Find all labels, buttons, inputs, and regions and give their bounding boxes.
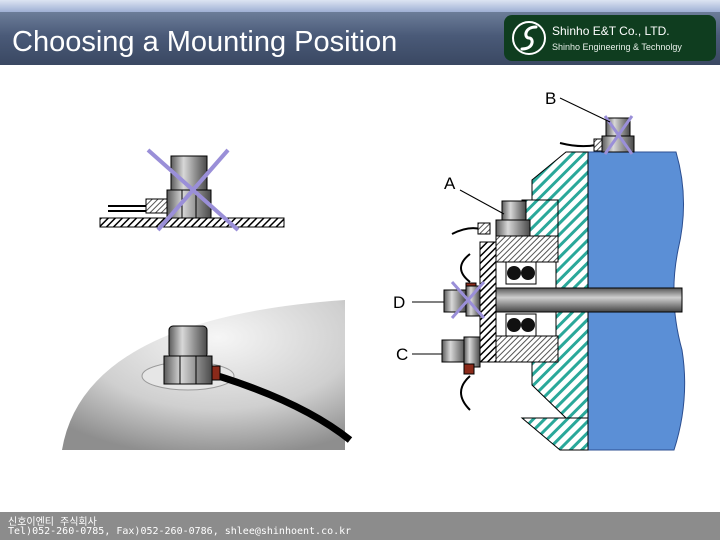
sensor-a [451,189,531,237]
footer-bar: 신호이엔티 주식회사 Tel)052-260-0785, Fax)052-260… [0,512,720,540]
mounting-diagram [62,97,686,451]
footer-company: 신호이엔티 주식회사 [8,517,97,528]
page-title: Choosing a Mounting Position [12,26,398,58]
label-d: D [393,293,406,312]
header-bar: Choosing a Mounting Position Shinho E&T … [0,12,720,65]
shinho-logo-icon [512,21,546,55]
label-a: A [444,174,456,193]
footer-contact: Tel)052-260-0785, Fax)052-260-0786, shle… [8,526,352,537]
company-name: Shinho E&T Co., LTD. [552,24,670,38]
curved-surface-sensor [62,300,353,450]
sensor-c [412,336,481,411]
company-logo: Shinho E&T Co., LTD. Shinho Engineering … [504,15,716,61]
label-c: C [396,345,409,364]
machine-cross-section [479,151,686,451]
top-stripe [0,0,720,12]
company-subtitle: Shinho Engineering & Technolgy [552,42,682,52]
bearing-balls [505,261,537,337]
sensor-b [559,97,635,155]
flat-surface-sensor [99,148,285,232]
sensor-d [412,253,486,319]
label-b: B [545,89,557,108]
